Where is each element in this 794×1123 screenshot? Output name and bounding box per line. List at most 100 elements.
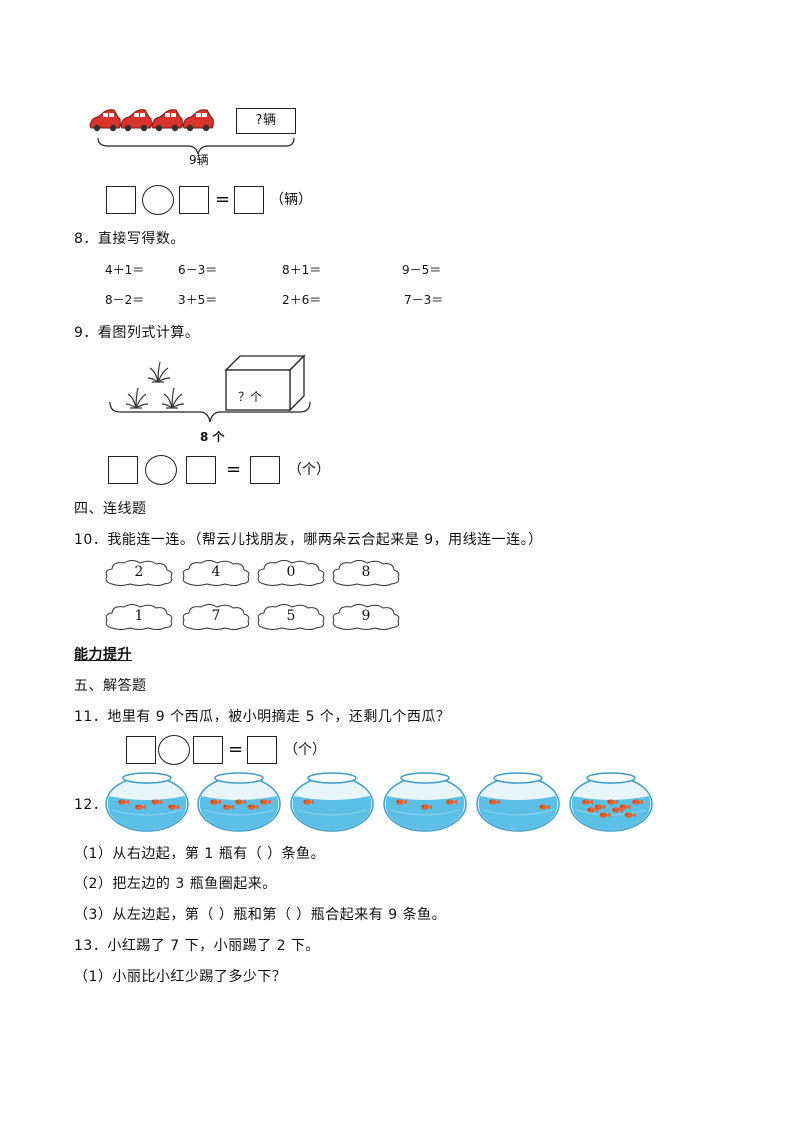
cloud-bottom-3[interactable]: 5 <box>256 602 326 630</box>
operator-circle[interactable] <box>142 185 174 215</box>
fish-icon <box>619 804 631 810</box>
cloud-number: 1 <box>134 608 144 624</box>
operator-circle[interactable] <box>145 455 177 485</box>
equals-sign: = <box>228 739 244 760</box>
q12-sub2: （2）把左边的 3 瓶鱼圈起来。 <box>74 876 277 892</box>
q12-number: 12． <box>74 797 108 813</box>
brace <box>109 401 311 423</box>
fish-icon <box>624 812 636 818</box>
fish-icon <box>446 799 457 805</box>
q7-figure <box>88 104 303 176</box>
q8-item: 9－5＝ <box>402 263 442 277</box>
fish-icon <box>260 799 271 805</box>
fish-icon <box>594 804 606 810</box>
q9-total-label: 8 个 <box>200 430 225 444</box>
operator-circle[interactable] <box>158 735 190 765</box>
q8-item: 8－2＝ <box>105 293 145 307</box>
q8-item: 6－3＝ <box>178 263 218 277</box>
fish-bowl[interactable] <box>382 770 468 832</box>
fish-icon <box>396 799 407 805</box>
cloud-number: 5 <box>286 608 296 624</box>
q9-figure <box>108 352 313 432</box>
q9-unit: （个） <box>288 462 330 478</box>
q9-box-label: ？个 <box>238 390 263 404</box>
q7-total-label: 9辆 <box>189 153 209 167</box>
fish-icon <box>222 804 234 810</box>
q13-title: 13．小红踢了 7 下，小丽踢了 2 下。 <box>74 938 320 954</box>
fish-bowl[interactable] <box>568 770 654 832</box>
fish-icon <box>118 799 129 805</box>
fish-icon <box>421 804 432 810</box>
equals-sign: = <box>215 189 231 210</box>
q11-unit: （个） <box>284 742 326 758</box>
fish-bowl[interactable] <box>475 770 561 832</box>
cloud-number: 9 <box>361 608 371 624</box>
fish-bowl[interactable] <box>289 770 375 832</box>
cloud-number: 2 <box>134 564 144 580</box>
answer-box[interactable] <box>186 456 216 484</box>
answer-box[interactable] <box>234 186 264 214</box>
plants-box-illustration <box>109 354 311 423</box>
q8-item: 8＋1＝ <box>282 263 322 277</box>
fish-icon <box>235 799 246 805</box>
fish-icon <box>210 799 221 805</box>
fish-bowl[interactable] <box>104 770 190 832</box>
car-icon <box>182 109 214 132</box>
fish-icon <box>587 807 598 813</box>
q8-title: 8．直接写得数。 <box>74 231 185 247</box>
q12-sub3: （3）从左边起，第（ ）瓶和第（ ）瓶合起来有 9 条鱼。 <box>74 907 447 923</box>
fish-icon <box>599 812 611 818</box>
ability-heading: 能力提升 <box>74 647 132 663</box>
cloud-number: 8 <box>361 564 371 580</box>
q8-item: 7－3＝ <box>404 293 444 307</box>
cloud-bottom-1[interactable]: 1 <box>104 602 174 630</box>
cloud-top-2[interactable]: 4 <box>181 558 251 586</box>
cloud-bottom-2[interactable]: 7 <box>181 602 251 630</box>
cloud-top-1[interactable]: 2 <box>104 558 174 586</box>
cloud-number: 0 <box>286 564 296 580</box>
q10-title: 10．我能连一连。（帮云儿找朋友，哪两朵云合起来是 9，用线连一连。） <box>74 532 543 548</box>
plant-icon <box>125 387 149 409</box>
answer-box[interactable] <box>247 736 277 764</box>
q13-sub1: （1）小丽比小红少踢了多少下？ <box>74 969 287 985</box>
cloud-bottom-4[interactable]: 9 <box>331 602 401 630</box>
car-icon <box>151 109 183 132</box>
brace <box>97 137 295 155</box>
fish-icon <box>612 807 623 813</box>
fish-icon <box>632 799 643 805</box>
car-icon <box>120 109 152 132</box>
answer-box[interactable] <box>193 736 223 764</box>
q12-sub1: （1）从右边起，第 1 瓶有（ ）条鱼。 <box>74 846 326 862</box>
answer-box[interactable] <box>250 456 280 484</box>
fish-icon <box>134 804 146 810</box>
q9-title: 9．看图列式计算。 <box>74 325 200 341</box>
fish-icon <box>489 799 500 805</box>
answer-box[interactable] <box>106 186 136 214</box>
car-icon <box>89 109 121 132</box>
answer-box[interactable] <box>126 736 156 764</box>
q11-title: 11．地里有 9 个西瓜，被小明摘走 5 个，还剩几个西瓜？ <box>74 709 451 725</box>
answer-box[interactable] <box>108 456 138 484</box>
fish-icon <box>539 804 550 810</box>
cloud-top-4[interactable]: 8 <box>331 558 401 586</box>
plant-icon <box>147 361 171 383</box>
fish-icon <box>151 799 163 805</box>
cloud-top-3[interactable]: 0 <box>256 558 326 586</box>
cloud-number: 7 <box>211 608 221 624</box>
q7-question-box: ?辆 <box>236 108 296 134</box>
fish-icon <box>168 804 179 810</box>
q8-item: 3＋5＝ <box>178 293 218 307</box>
answer-box[interactable] <box>179 186 209 214</box>
fish-icon <box>582 799 593 805</box>
cars-illustration <box>89 109 295 155</box>
section-5-heading: 五、解答题 <box>74 678 147 694</box>
cloud-number: 4 <box>211 564 221 580</box>
fish-icon <box>247 804 259 810</box>
fish-bowl[interactable] <box>196 770 282 832</box>
fish-icon <box>303 799 314 805</box>
plant-icon <box>161 387 185 409</box>
q8-item: 2＋6＝ <box>282 293 322 307</box>
equals-sign: = <box>226 459 242 480</box>
box-icon <box>224 354 306 412</box>
section-4-heading: 四、连线题 <box>74 501 147 517</box>
